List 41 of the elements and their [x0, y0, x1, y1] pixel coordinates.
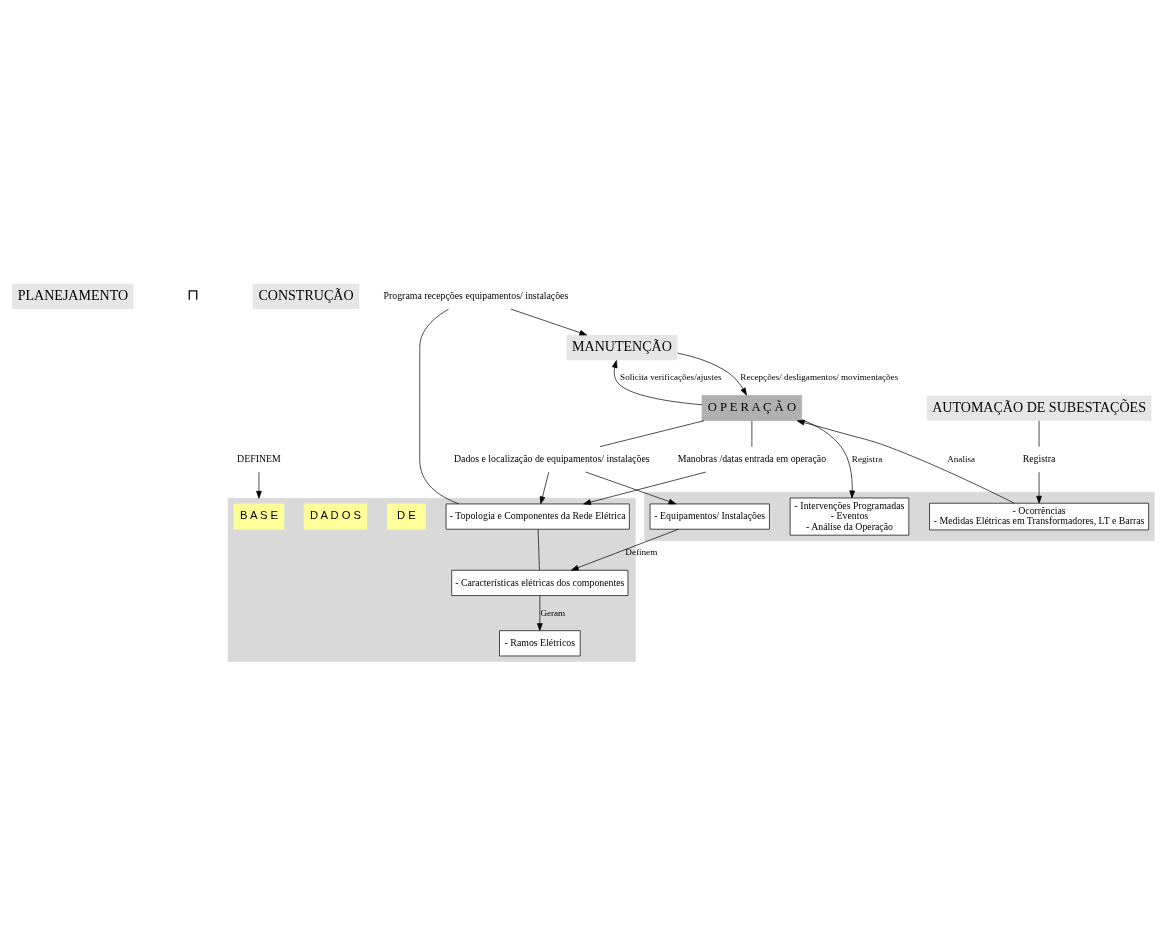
node-box: - Intervenções Programadas - Eventos - Análise da Operação [789, 497, 910, 536]
arrow [801, 419, 856, 499]
connector [537, 529, 540, 571]
node-box: D E [387, 503, 426, 530]
node-text: DEFINEM [237, 452, 281, 464]
node-box: B A S E [233, 503, 285, 530]
node-box: PLANEJAMENTO [12, 283, 134, 310]
node-box: - Ocorrências - Medidas Elétricas em Transformadores, LT e Barras [929, 502, 1149, 531]
edge-label: Definem [625, 547, 658, 558]
arrow [1036, 471, 1042, 504]
node-text: Manobras /datas entrada em operação [677, 452, 827, 464]
arrow [583, 471, 707, 505]
node-text: Dados e localização de equipamentos/ instalações [453, 452, 650, 464]
arrow [796, 419, 1015, 504]
arrow [570, 528, 679, 571]
arrow [611, 360, 703, 406]
node-box: - Características elétricas dos componentes [451, 569, 629, 596]
edge-label: Solicita verificações/ajustes [620, 372, 722, 383]
node-box: CONSTRUÇÃO [252, 283, 360, 310]
node-text: Programa recepções equipamentos/ instalações [383, 290, 569, 302]
node-box: MANUTENÇÃO [566, 335, 678, 361]
arrow [510, 308, 588, 336]
edge-label: Analisa [947, 453, 976, 464]
node-text: Registra [1022, 452, 1056, 464]
arrow [539, 471, 550, 505]
node-box: D A D O S [303, 503, 368, 530]
connector [599, 420, 705, 447]
edge-label: Geram [540, 607, 566, 618]
arrow [256, 471, 262, 499]
node-box: O P E R A Ç Ã O [701, 395, 803, 422]
arrow [677, 352, 747, 396]
edge-label: Recepções/ desligamentos/ movimentações [740, 372, 899, 383]
node-box: - Topologia e Componentes da Rede Elétrica [445, 503, 630, 530]
edge-label: Registra [851, 453, 883, 464]
label: ⊓ [186, 286, 199, 305]
connector [419, 308, 460, 505]
node-box: AUTOMAÇÃO DE SUBESTAÇÕES [926, 395, 1152, 421]
arrow [585, 471, 677, 505]
node-box: - Ramos Elétricos [499, 630, 581, 657]
node-box: - Equipamentos/ Instalações [649, 503, 770, 530]
arrow [537, 595, 543, 631]
